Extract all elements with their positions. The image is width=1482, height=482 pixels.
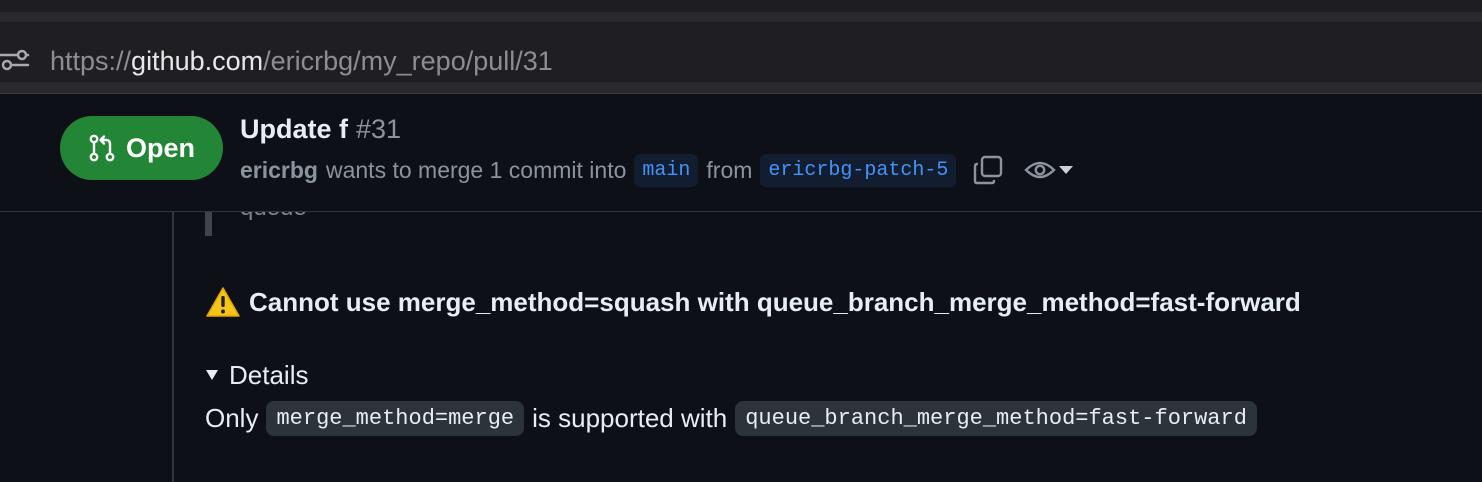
timeline-line	[172, 212, 174, 482]
warning-icon	[206, 287, 240, 317]
git-pull-request-icon	[89, 134, 115, 162]
url-host: github.com	[131, 46, 264, 76]
pr-meta: ericrbg wants to merge 1 commit into mai…	[240, 152, 1074, 188]
details-middle-text: is supported with	[532, 402, 728, 433]
details-summary-label: Details	[229, 359, 309, 390]
base-branch-link[interactable]: main	[634, 153, 699, 187]
copy-icon	[974, 155, 1003, 185]
details-prefix: Only	[205, 402, 259, 433]
pr-state-badge: Open	[60, 116, 223, 180]
pr-number: #31	[356, 114, 402, 144]
url-path: /ericrbg/my_repo/pull/31	[263, 46, 553, 76]
inline-code-queue-method: queue_branch_merge_method=fast-forward	[735, 400, 1257, 436]
pr-sticky-header: Open Update f #31 ericrbg wants to merge …	[0, 94, 1482, 212]
copy-branch-button[interactable]	[964, 154, 1004, 186]
url-field[interactable]: https://github.com/ericrbg/my_repo/pull/…	[0, 22, 1482, 82]
watch-dropdown-button[interactable]	[1012, 155, 1074, 185]
pr-merge-text: wants to merge 1 commit into	[325, 156, 627, 183]
disclosure-triangle-icon	[206, 370, 218, 380]
pr-from-text: from	[706, 156, 753, 183]
caret-down-icon	[1059, 166, 1074, 174]
inline-code-merge-method: merge_method=merge	[266, 400, 525, 436]
blockquote-bar	[205, 212, 212, 236]
browser-top-strip	[0, 0, 1482, 12]
details-summary[interactable]: Details	[205, 360, 308, 390]
warning-text: Cannot use merge_method=squash with queu…	[249, 286, 1301, 317]
details-body: Only merge_method=merge is supported wit…	[205, 398, 1257, 438]
pr-title-text: Update f	[240, 114, 348, 144]
url-prefix: https://	[50, 46, 132, 76]
browser-url-bar: https://github.com/ericrbg/my_repo/pull/…	[0, 12, 1482, 94]
warning-heading: Cannot use merge_method=squash with queu…	[205, 284, 1301, 320]
pr-state-label: Open	[125, 132, 195, 163]
pr-author-link[interactable]: ericrbg	[240, 156, 318, 183]
pr-title: Update f #31	[240, 114, 401, 145]
site-settings-icon[interactable]	[0, 48, 32, 72]
head-branch-link[interactable]: ericrbg-patch-5	[760, 153, 957, 187]
blockquote-text: queue	[240, 212, 307, 222]
eye-icon	[1024, 161, 1057, 179]
url-text[interactable]: https://github.com/ericrbg/my_repo/pull/…	[50, 46, 553, 76]
